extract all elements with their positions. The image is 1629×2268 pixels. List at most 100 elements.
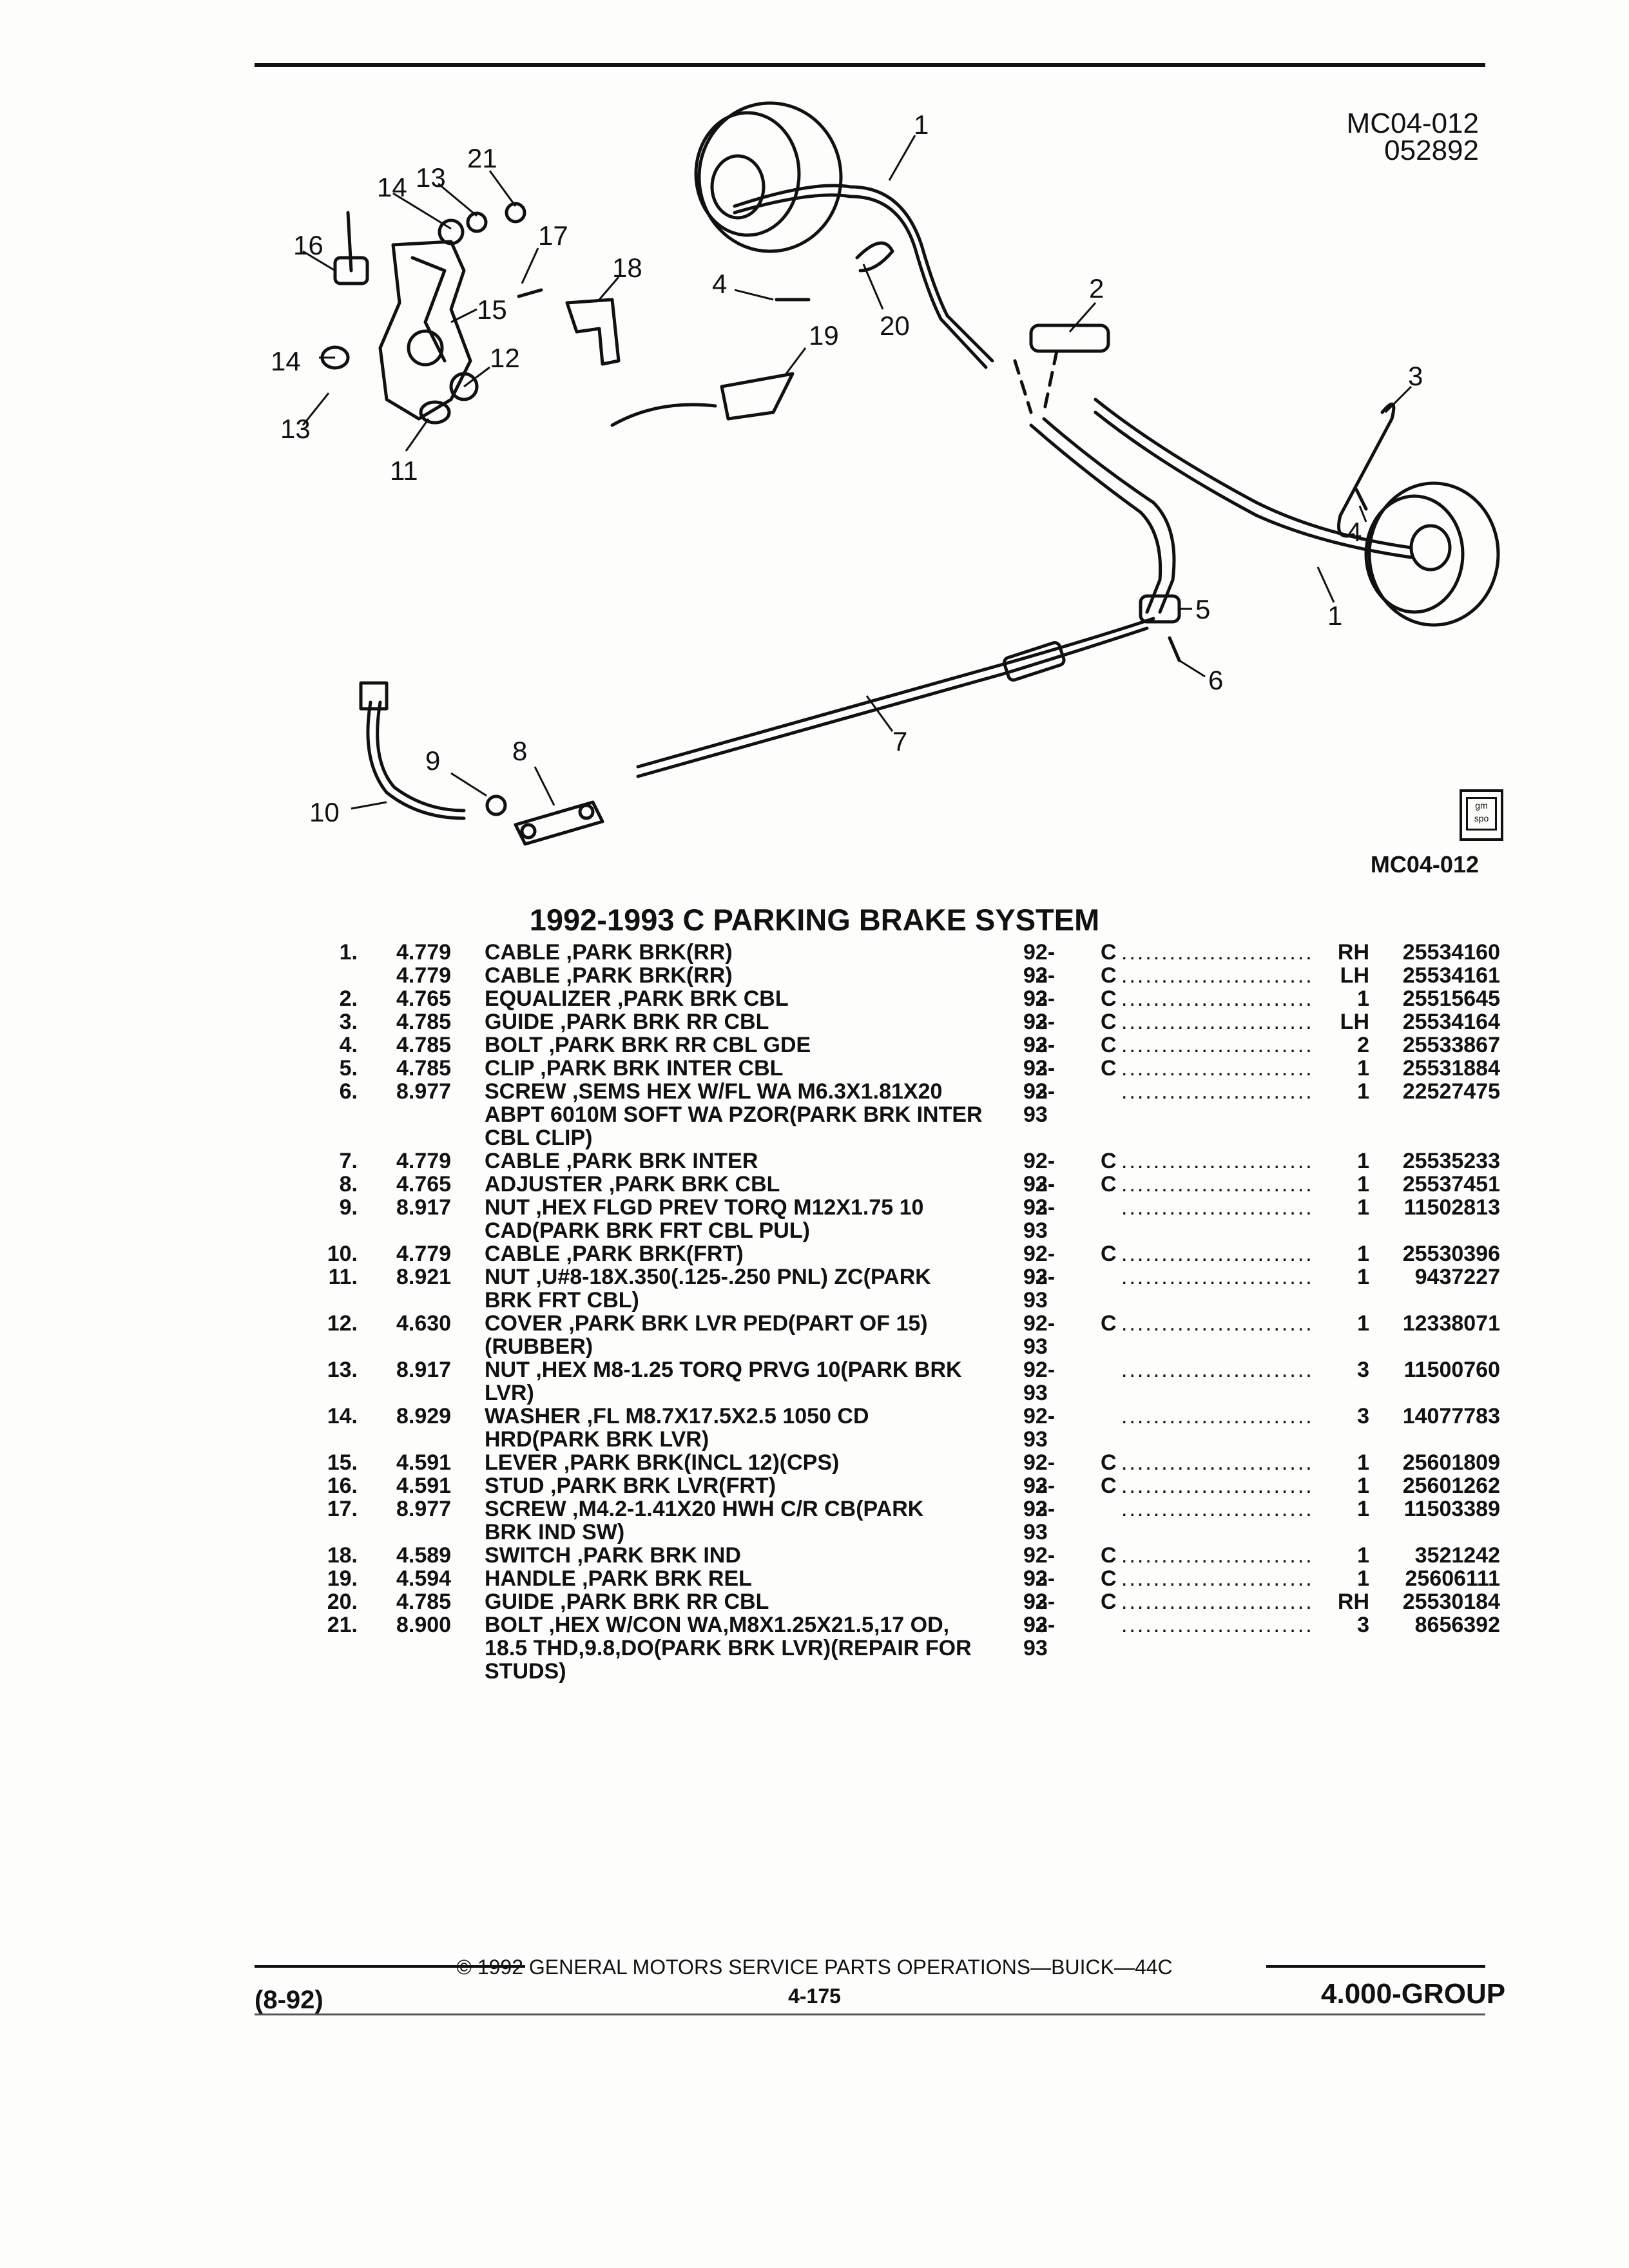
part-number: 25606111	[1405, 1566, 1500, 1591]
part-quantity: 1	[1357, 1311, 1369, 1336]
part-class: C	[1101, 1242, 1117, 1266]
part-years: 92-93	[1023, 1195, 1055, 1243]
footer-rule-left	[255, 1965, 525, 1968]
part-years: 92-93	[1023, 1613, 1055, 1660]
gm-spo-logo: gm spo	[1460, 789, 1503, 841]
part-quantity: 1	[1357, 1149, 1369, 1173]
rear-brake-drum-rh	[694, 101, 843, 253]
callout-7: 7	[892, 726, 907, 756]
part-number-index: 3.	[339, 1010, 358, 1034]
part-number: 11502813	[1403, 1195, 1500, 1220]
part-number: 3521242	[1414, 1543, 1500, 1568]
part-class: C	[1101, 1543, 1117, 1568]
callout-13: 13	[280, 414, 311, 444]
part-quantity: 2	[1357, 1033, 1369, 1057]
part-description: BOLT ,PARK BRK RR CBL GDE	[485, 1033, 811, 1057]
leader-dots: ..............................	[1121, 1358, 1315, 1381]
part-number: 25515645	[1402, 986, 1500, 1011]
leader-dots: ..............................	[1121, 1544, 1315, 1567]
part-number-index: 18.	[327, 1543, 358, 1568]
part-years: 92-93	[1023, 940, 1055, 988]
logo-text: gm spo	[1466, 797, 1497, 831]
part-description: LEVER ,PARK BRK(INCL 12)(CPS)	[485, 1450, 840, 1475]
guide-20	[855, 241, 894, 273]
part-group: 4.785	[396, 1010, 452, 1034]
nut-9	[485, 794, 507, 816]
part-number-index: 8.	[339, 1172, 358, 1196]
part-group: 4.591	[396, 1450, 452, 1475]
part-class: C	[1101, 1033, 1117, 1057]
part-class: C	[1101, 1311, 1117, 1336]
part-number-index: 2.	[339, 986, 358, 1011]
part-group: 8.917	[396, 1358, 452, 1382]
part-quantity: 1	[1357, 1056, 1369, 1081]
leader-dots: ..............................	[1121, 1173, 1315, 1196]
part-quantity: 1	[1357, 1543, 1369, 1568]
part-description: GUIDE ,PARK BRK RR CBL	[485, 1590, 769, 1614]
part-years: 92-93	[1023, 1543, 1055, 1591]
part-description: SCREW ,SEMS HEX W/FL WA M6.3X1.81X20 ABP…	[485, 1079, 983, 1150]
part-class: C	[1101, 1450, 1117, 1475]
part-group: 4.779	[396, 963, 452, 988]
part-number: 25530396	[1402, 1242, 1500, 1266]
part-group: 8.900	[396, 1613, 452, 1637]
part-number: 22527475	[1402, 1079, 1500, 1104]
part-group: 4.779	[396, 1149, 452, 1173]
part-number-index: 17.	[327, 1497, 358, 1521]
part-quantity: 3	[1357, 1613, 1369, 1637]
top-rule	[255, 63, 1485, 67]
part-number: 9437227	[1414, 1265, 1500, 1289]
callout-10: 10	[309, 797, 340, 827]
part-number: 12338071	[1402, 1311, 1500, 1336]
leader-dots: ..............................	[1121, 1451, 1315, 1474]
part-description: SWITCH ,PARK BRK IND	[485, 1543, 741, 1568]
part-group: 4.785	[396, 1590, 452, 1614]
part-class: C	[1101, 1056, 1117, 1081]
callout-14b: 14	[377, 172, 407, 202]
part-number-index: 21.	[327, 1613, 358, 1637]
leader-dots: ..............................	[1121, 1474, 1315, 1497]
part-number-index: 12.	[327, 1311, 358, 1336]
part-group: 4.594	[396, 1566, 452, 1591]
brake-switch	[565, 298, 621, 366]
park-brake-lever	[320, 202, 543, 425]
part-group: 4.785	[396, 1033, 452, 1057]
callout-1b: 1	[1327, 601, 1342, 631]
part-number: 25601262	[1402, 1474, 1500, 1498]
part-quantity: 1	[1357, 1450, 1369, 1475]
part-years: 92-93	[1023, 1033, 1055, 1081]
part-class: C	[1101, 1474, 1117, 1498]
part-description: WASHER ,FL M8.7X17.5X2.5 1050 CD HRD(PAR…	[485, 1404, 869, 1452]
part-years: 92-93	[1023, 1010, 1055, 1057]
callout-3: 3	[1408, 361, 1423, 391]
part-group: 8.977	[396, 1497, 452, 1521]
leader-dots: ..............................	[1121, 1242, 1315, 1265]
guide-3	[1337, 402, 1396, 538]
figure-code: MC04-012	[1370, 851, 1479, 878]
part-group: 4.779	[396, 1242, 452, 1266]
callout-20: 20	[880, 311, 910, 341]
part-quantity: LH	[1340, 963, 1369, 988]
part-description: NUT ,U#8-18X.350(.125-.250 PNL) ZC(PARK …	[485, 1265, 931, 1312]
front-cable	[366, 700, 466, 820]
rear-brake-drum-lh	[1364, 481, 1500, 627]
part-years: 92-93	[1023, 1450, 1055, 1498]
parking-brake-diagram: 1 2 3 4 5 6 7 8 9 10 11 12 13 14 15 16 1…	[271, 101, 1500, 846]
part-class: C	[1101, 940, 1117, 965]
part-class: C	[1101, 1010, 1117, 1034]
part-description: NUT ,HEX M8-1.25 TORQ PRVG 10(PARK BRK L…	[485, 1358, 962, 1405]
callout-21: 21	[467, 143, 497, 173]
part-years: 92-93	[1023, 1474, 1055, 1521]
part-group: 4.765	[396, 986, 452, 1011]
part-years: 92-93	[1023, 986, 1055, 1034]
part-number: 8656392	[1414, 1613, 1500, 1637]
callout-14: 14	[271, 346, 301, 376]
part-description: NUT ,HEX FLGD PREV TORQ M12X1.75 10 CAD(…	[485, 1195, 924, 1243]
leader-dots: ..............................	[1121, 941, 1315, 964]
part-number-index: 20.	[327, 1590, 358, 1614]
page-title: 1992-1993 C PARKING BRAKE SYSTEM	[529, 903, 1100, 937]
part-number: 25533867	[1402, 1033, 1500, 1057]
callout-11: 11	[390, 456, 418, 486]
part-description: CABLE ,PARK BRK INTER	[485, 1149, 758, 1173]
bottom-rule	[255, 2013, 1485, 2015]
